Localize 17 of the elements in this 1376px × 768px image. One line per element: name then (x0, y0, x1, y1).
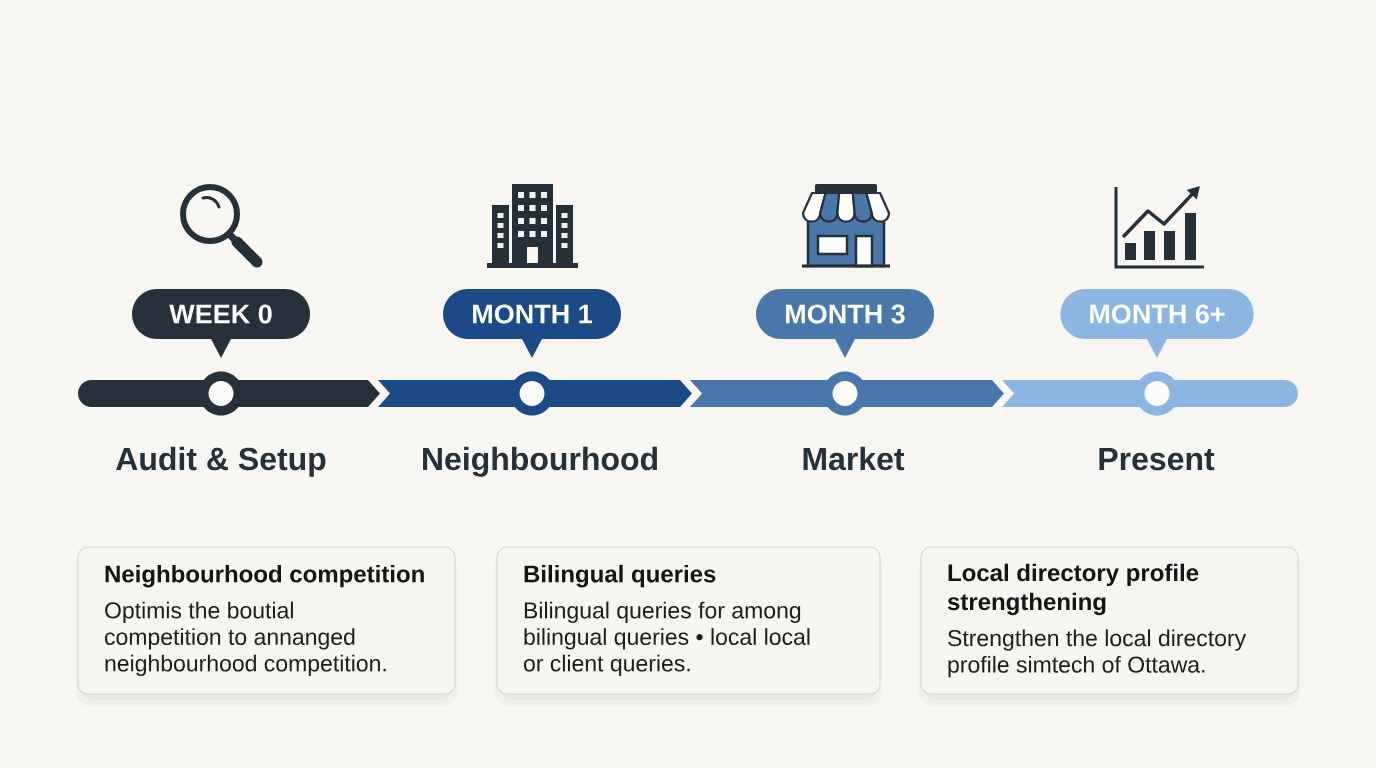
phase-label: Audit & Setup (116, 446, 326, 477)
card-heading: Neighbourhood competition (105, 564, 424, 588)
card-body: Bilingual queries for among bilingual queries • local local or client queries. (524, 601, 810, 677)
time-badge: MONTH 1 (443, 289, 621, 358)
time-badge: MONTH 6+ (1060, 289, 1254, 358)
card-body: Optimis the boutial competition to annanged neighbourhood competition. (105, 601, 386, 677)
time-badge: WEEK 0 (132, 289, 310, 358)
time-badge: MONTH 3 (756, 289, 934, 358)
phase-label: Neighbourhood (423, 446, 657, 477)
card-body: Strengthen the local directory profile simtech of Ottawa. (948, 629, 1247, 678)
info-card (76, 546, 457, 706)
phase-label: Present (1099, 448, 1215, 471)
card-heading: Local directory profile strengthening (947, 563, 1199, 616)
phase-label: Market (803, 446, 905, 471)
info-card (495, 546, 882, 706)
card-heading: Bilingual queries (524, 564, 716, 588)
info-card (919, 546, 1300, 706)
